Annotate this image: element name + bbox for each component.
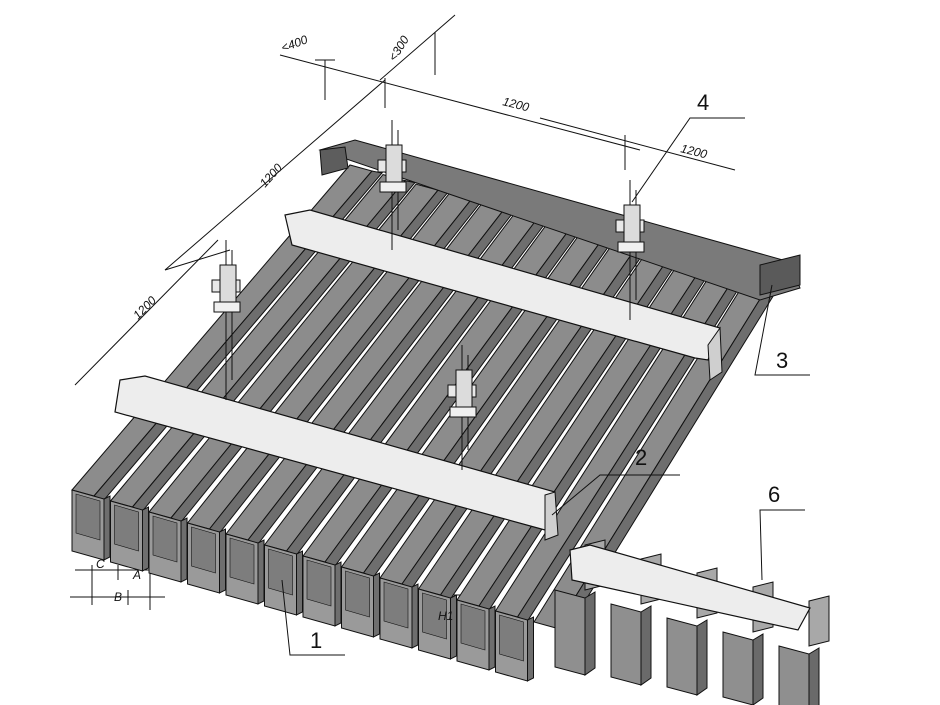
rear-carrier-rail [284,209,723,381]
dim-1200-diag-upper: 1200 [257,161,285,190]
front-slat-ends [71,489,534,682]
dim-h1: H1 [438,609,453,623]
detail6-slat-front [778,645,810,705]
slat-front-side [334,561,342,627]
dim-c: C [96,557,105,571]
callout-1: 1 [310,628,322,653]
slat-front-inner [499,614,524,662]
dim-a: A [132,568,141,582]
detail6-slat-front [610,603,642,686]
slat-front-side [180,517,188,583]
detail6-slat-front [666,617,698,696]
hanger-clip [213,301,241,313]
dim-1200-topright: 1200 [679,141,709,161]
slat-front-side [527,616,534,682]
slat-front-side [373,572,380,638]
detail6-slat-side [640,605,652,686]
dim-b: B [114,590,122,604]
slat-front-side [219,528,226,594]
hanger-clip [379,181,407,193]
callout-2: 2 [635,445,647,470]
detail6-slat-side [696,619,708,696]
slat-front-inner [383,581,409,629]
slat-front-side [142,506,149,572]
hanger-clip [449,406,477,418]
slat-front-side [257,539,265,605]
hangers [211,120,645,470]
callout-6: 6 [768,482,780,507]
dim-lt300: <300 [386,33,412,64]
leader-lines [281,117,810,656]
detail6-slat-back [808,595,830,647]
slat-front-inner [114,504,139,552]
slat-front-inner [422,592,447,640]
slat-front-inner [345,570,370,618]
slat-front-side [103,495,111,561]
hanger-clip [617,241,645,253]
slat-front-side [450,594,457,660]
dim-1200-diag-lower: 1200 [130,293,159,322]
detail6-slat-front [722,631,754,705]
detail6-slat-side [584,591,596,676]
slat-front-inner [191,526,216,574]
detail6-slat-side [752,633,764,705]
callout-4: 4 [697,90,709,115]
slat-front-inner [229,537,255,585]
slat-front-side [296,550,303,616]
slat-front-inner [306,559,332,607]
slat-front-inner [268,548,293,596]
slat-front-side [411,583,419,649]
dim-lt400: <400 [279,32,309,55]
slat-front-side [488,605,496,671]
detail6-slat-side [808,647,820,705]
slat-front-inner [460,603,486,651]
front-carrier-rail [114,375,559,541]
slat-front-inner [152,515,178,563]
slat-front-inner [75,493,101,541]
detail6-slat-front [554,589,586,676]
rear-channel [318,139,801,301]
dim-1200-top: 1200 [501,94,531,114]
detail-6-assembly [554,539,830,705]
callout-3: 3 [776,348,788,373]
